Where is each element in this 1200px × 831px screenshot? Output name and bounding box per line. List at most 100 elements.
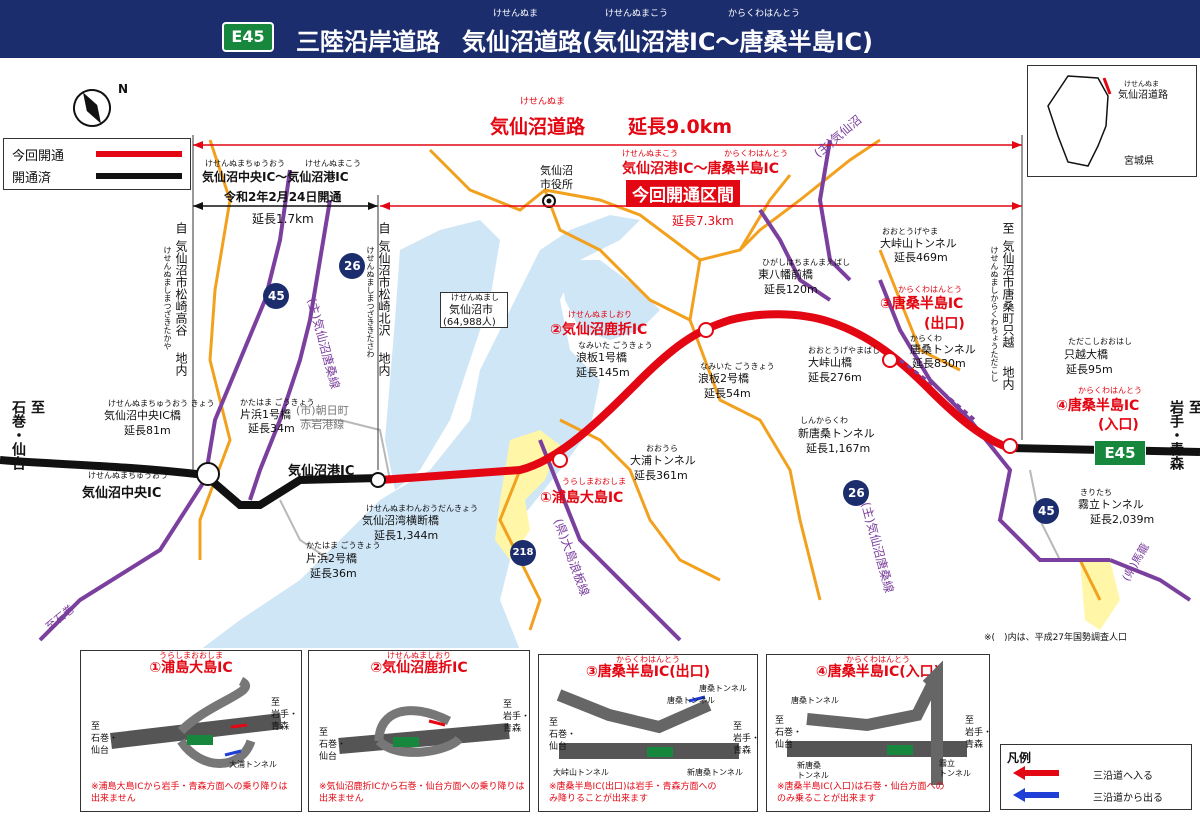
- city-office: 気仙沼 市役所: [540, 164, 573, 191]
- ic-nodes: [196, 322, 1018, 488]
- legend-opened-label: 開通済: [12, 171, 52, 186]
- s10-name: 大峠山橋: [808, 356, 852, 369]
- new-ruby2: からくわはんとう: [724, 149, 788, 158]
- s5-ruby: おおうら: [646, 444, 678, 453]
- legend-opened-swatch: [96, 173, 182, 179]
- city-road-label: (市)朝日町 赤岩港線: [296, 404, 349, 431]
- ruby-kesennuma: けせんぬま: [493, 9, 539, 19]
- detail2-ruby: けせんぬましおり: [387, 651, 451, 660]
- main-title: 気仙沼道路(気仙沼港IC〜唐桑半島IC): [462, 28, 874, 56]
- s9-ruby: おおとうげやま: [882, 227, 938, 236]
- s6-name: 浪板1号橋: [576, 351, 627, 364]
- s6-ruby: なみいた ごうきょう: [578, 341, 653, 350]
- right-place: 気仙沼市唐桑町只越: [1001, 240, 1015, 348]
- ic4-sub: (入口): [1098, 417, 1139, 433]
- detail1-to-left: 至 石巻・ 仙台: [91, 722, 119, 756]
- detail2-title: ②気仙沼鹿折IC: [370, 660, 468, 676]
- ic2-ruby: けせんぬましおり: [568, 310, 632, 319]
- detail4-to-right: 至 岩手・ 青森: [965, 716, 990, 750]
- ic3-sub: (出口): [924, 316, 965, 332]
- old-ruby1: けせんぬまちゅうおう: [205, 159, 285, 168]
- s14-name: 霧立トンネル: [1078, 498, 1144, 511]
- detail4-title: ④唐桑半島IC(入口): [815, 664, 941, 680]
- detail3-diagram: [556, 689, 739, 759]
- city-name: 気仙沼市: [449, 303, 493, 316]
- city-box: けせんぬまし 気仙沼市 (64,988人): [440, 292, 508, 328]
- s11-len: 延長830m: [912, 357, 966, 370]
- new-section-length: 延長7.3km: [672, 214, 734, 228]
- s2-ruby: かたはま ごうきょう: [240, 398, 315, 407]
- route-title: 三陸沿岸道路: [296, 28, 440, 56]
- city-population: (64,988人): [443, 317, 496, 328]
- s4-len: 延長1,344m: [374, 529, 439, 542]
- route218-shield: 218: [512, 547, 534, 558]
- compass-n: N: [118, 82, 129, 96]
- detail2-to-right: 至 岩手・ 青森: [503, 700, 530, 734]
- s12-ruby: しんからくわ: [800, 416, 848, 425]
- mid-suffix: 地内: [377, 352, 391, 376]
- s1-ruby: けせんぬまちゅうおう きょう: [108, 399, 215, 408]
- legend-new-label: 今回開通: [12, 149, 65, 164]
- s10-len: 延長276m: [808, 371, 862, 384]
- detail4-t1: 唐桑トンネル: [791, 696, 839, 705]
- s2-len: 延長34m: [248, 422, 295, 435]
- legend-exit: 三沿道から出る: [1093, 793, 1163, 804]
- s5-len: 延長361m: [634, 469, 688, 482]
- left-suffix: 地内: [174, 352, 188, 376]
- detail-box-3: からくわはんとう ③唐桑半島IC(出口) 至 石巻・ 仙台 至 岩手・ 青森 唐…: [538, 654, 758, 812]
- road-name: 気仙沼道路: [490, 116, 586, 138]
- legend-new-swatch: [96, 151, 182, 157]
- old-section-date: 令和2年2月24日開通: [224, 190, 342, 204]
- s7-name: 浪板2号橋: [698, 372, 749, 385]
- detail4-t2: 新唐桑 トンネル: [797, 761, 829, 780]
- detail2-note: ※気仙沼鹿折ICから石巻・仙台方面への乗り降りは 出来ません: [319, 782, 525, 804]
- s3-name: 片浜2号橋: [306, 552, 357, 565]
- detail4-note: ※唐桑半島IC(入口)は石巻・仙台方面への のみ乗ることが出来ます: [777, 782, 945, 804]
- detail4-ruby: からくわはんとう: [846, 655, 910, 664]
- right-ruby: けせんぬましからくわちょうただこし: [990, 246, 999, 382]
- e45-sign: E45: [1094, 440, 1146, 466]
- legend-enter: 三沿道へ入る: [1093, 771, 1153, 782]
- ic2-label: ②気仙沼鹿折IC: [550, 322, 648, 338]
- s4-ruby: けせんぬまわんおうだんきょう: [366, 504, 478, 513]
- sea-area: [0, 215, 640, 648]
- s2-name: 片浜1号橋: [240, 408, 291, 421]
- s12-name: 新唐桑トンネル: [798, 427, 875, 440]
- old-section-name: 気仙沼中央IC〜気仙沼港IC: [202, 170, 349, 184]
- legend-bottom-title: 凡例: [1007, 751, 1032, 765]
- s13-ruby: ただこしおおはし: [1068, 337, 1132, 346]
- left-ruby: けせんぬましまつざきたかや: [163, 246, 172, 350]
- header-bar: E45 三陸沿岸道路 けせんぬま けせんぬまこう からくわはんとう 気仙沼道路(…: [0, 0, 1200, 58]
- old-section-length: 延長1.7km: [252, 212, 314, 226]
- s3-ruby: かたはま ごうきょう: [306, 541, 381, 550]
- new-ruby1: けせんぬまこう: [622, 149, 678, 158]
- detail1-tunnel: 大浦トンネル: [229, 760, 277, 769]
- detail2-to-left: 至 石巻・ 仙台: [319, 728, 347, 762]
- inset-label: 気仙沼道路: [1118, 90, 1168, 101]
- detail3-ruby: からくわはんとう: [616, 655, 680, 664]
- mid-place: 気仙沼市松崎北沢: [377, 240, 391, 336]
- s4-name: 気仙沼湾横断橋: [362, 514, 439, 527]
- s14-ruby: きりたち: [1080, 488, 1112, 497]
- inset-pref: 宮城県: [1124, 156, 1154, 167]
- right-to: 至: [1001, 222, 1015, 234]
- detail3-note: ※唐桑半島IC(出口)は岩手・青森方面への み降りることが出来ます: [549, 782, 717, 804]
- s14-len: 延長2,039m: [1090, 513, 1155, 526]
- detail4-diagram: [787, 660, 967, 785]
- left-from: 自: [174, 222, 188, 234]
- detail4-t3: 霧立 トンネル: [939, 759, 971, 778]
- ic4-ruby: からくわはんとう: [1078, 386, 1142, 395]
- inset-ruby: けせんぬま: [1124, 80, 1159, 88]
- route45-shield: 45: [268, 289, 285, 303]
- ic-port: 気仙沼港IC: [288, 464, 355, 479]
- s1-len: 延長81m: [124, 424, 171, 437]
- left-place: 気仙沼市松崎高谷: [174, 240, 188, 336]
- to-left: 至 石巻・仙台: [10, 400, 45, 470]
- detail3-t1: 唐桑トンネル: [667, 696, 715, 705]
- old-ruby2: けせんぬまこう: [305, 159, 361, 168]
- s7-ruby: なみいた ごうきょう: [700, 362, 775, 371]
- detail3-t4: 新唐桑トンネル: [687, 768, 743, 777]
- ic4-label: ④唐桑半島IC: [1056, 398, 1140, 414]
- ic1-ruby: うらしまおおしま: [562, 477, 626, 486]
- detail1-diagram: [110, 676, 282, 768]
